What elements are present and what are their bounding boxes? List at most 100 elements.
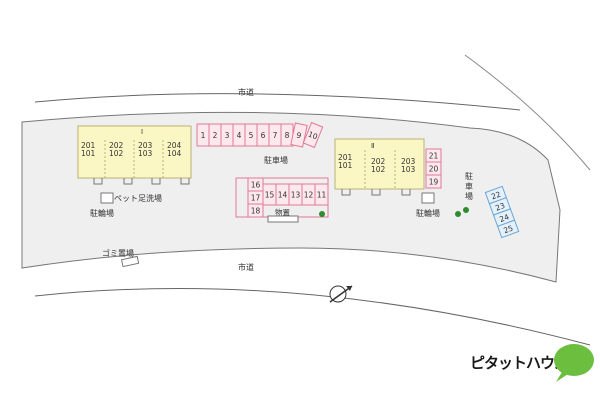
parking-space-box xyxy=(497,219,520,239)
road-right-edge xyxy=(464,54,591,171)
parking-space: 2 xyxy=(208,123,222,147)
parking-space-number: 8 xyxy=(285,131,290,140)
parking-right-label: 駐 車 場 xyxy=(465,171,473,201)
parking-block-left: 16 17 18 xyxy=(235,177,329,218)
parking-space: 19 xyxy=(425,174,442,189)
parking-space: 18 xyxy=(247,203,264,218)
parking-space: 7 xyxy=(268,123,282,147)
parking-space-number: 2 xyxy=(213,131,218,140)
tree-icon xyxy=(455,211,461,217)
road-bottom-edge xyxy=(34,288,591,346)
parking-space-number: 5 xyxy=(249,131,254,140)
unit-203: 203 xyxy=(138,141,153,150)
parking-space: 9 xyxy=(290,122,308,148)
parking-space-number: 20 xyxy=(429,165,439,174)
parking-space-number: 18 xyxy=(251,207,261,216)
parking-space: 11 xyxy=(314,183,329,206)
parking-space: 3 xyxy=(220,123,234,147)
storage-label: 物置 xyxy=(275,207,290,217)
parking-space-number: 12 xyxy=(304,191,314,200)
parking-space-number: 10 xyxy=(307,130,319,142)
parking-space-number: 1 xyxy=(201,131,206,140)
parking-space-number: 11 xyxy=(317,191,327,200)
parking-space-box xyxy=(314,183,329,206)
storage-box xyxy=(267,215,299,223)
unit-2-102: 102 xyxy=(371,165,386,174)
bike-right-box xyxy=(421,192,435,204)
tree-icon xyxy=(463,207,469,213)
unit-204: 204 xyxy=(167,141,182,150)
parking-space: 4 xyxy=(232,123,246,147)
parking-space-box xyxy=(290,122,308,148)
parking-space-number: 16 xyxy=(251,181,261,190)
parking-column-right: 21 20 19 xyxy=(425,148,442,189)
brand-logo: ピタットハウス xyxy=(470,342,596,390)
brand-logo-text: ピタットハウス xyxy=(470,354,569,372)
parking-space-number: 6 xyxy=(261,131,266,140)
parking-space: 5 xyxy=(244,123,258,147)
parking-space-box xyxy=(247,203,264,218)
parking-space: 17 xyxy=(247,190,264,205)
parking-space: 13 xyxy=(288,183,303,206)
pet-wash-label: ペット足洗場 xyxy=(114,193,162,203)
bike-right-label: 駐輪場 xyxy=(416,208,440,218)
parking-space: 16 xyxy=(247,177,264,192)
building-1: Ⅰ 201 101 202 102 203 103 204 104 xyxy=(77,125,192,185)
unit-2-203: 203 xyxy=(401,157,416,166)
road-label-top: 市道 xyxy=(238,87,254,97)
building-1-numeral: Ⅰ xyxy=(141,128,143,136)
speech-bubble-icon xyxy=(554,344,594,382)
unit-104: 104 xyxy=(167,149,182,158)
road-label-bottom: 市道 xyxy=(238,262,254,272)
parking-space: 25 xyxy=(497,219,520,239)
parking-space-number: 9 xyxy=(296,131,303,141)
unit-2-201: 201 xyxy=(338,153,353,162)
parking-right-label-char: 駐 xyxy=(465,171,473,181)
building-2-numeral: Ⅱ xyxy=(371,142,374,150)
parking-space: 21 xyxy=(425,148,442,163)
parking-space-number: 13 xyxy=(291,191,301,200)
tree-icon xyxy=(319,211,325,217)
parking-space-number: 7 xyxy=(273,131,278,140)
parking-space-number: 21 xyxy=(429,152,439,161)
parking-space-number: 15 xyxy=(265,191,275,200)
pet-wash-box xyxy=(100,192,114,204)
parking-space-number: 4 xyxy=(237,131,242,140)
parking-space-box xyxy=(425,174,442,189)
unit-102: 102 xyxy=(109,149,124,158)
parking-space-number: 3 xyxy=(225,131,230,140)
unit-202: 202 xyxy=(109,141,124,150)
parking-right-label-char: 場 xyxy=(465,191,473,201)
parking-right-label-char: 車 xyxy=(465,181,473,191)
unit-201: 201 xyxy=(81,141,96,150)
unit-2-202: 202 xyxy=(371,157,386,166)
parking-space: 14 xyxy=(275,183,290,206)
parking-space: 6 xyxy=(256,123,270,147)
garbage-box xyxy=(120,255,140,268)
parking-space: 15 xyxy=(262,183,277,206)
parking-space: 1 xyxy=(196,123,210,147)
parking-space: 10 xyxy=(302,121,324,149)
parking-space-number: 24 xyxy=(498,212,510,224)
parking-space-number: 25 xyxy=(502,223,514,235)
parking-space-number: 22 xyxy=(490,190,502,202)
unit-101: 101 xyxy=(81,149,96,158)
building-2: Ⅱ 201 101 202 102 203 103 xyxy=(334,138,425,196)
parking-space-number: 17 xyxy=(251,194,261,203)
parking-space-number: 19 xyxy=(429,178,439,187)
unit-103: 103 xyxy=(138,149,153,158)
parking-space-number: 23 xyxy=(494,201,506,213)
parking-main-label: 駐車場 xyxy=(264,155,288,165)
compass-north-icon xyxy=(329,285,353,303)
road-top-edge xyxy=(34,93,521,111)
unit-2-101: 101 xyxy=(338,161,353,170)
bike-left-label: 駐輪場 xyxy=(90,208,114,218)
parking-space-box xyxy=(302,121,324,149)
parking-space-number: 14 xyxy=(278,191,288,200)
parking-space: 12 xyxy=(301,183,316,206)
garbage-label: ゴミ置場 xyxy=(102,248,134,258)
